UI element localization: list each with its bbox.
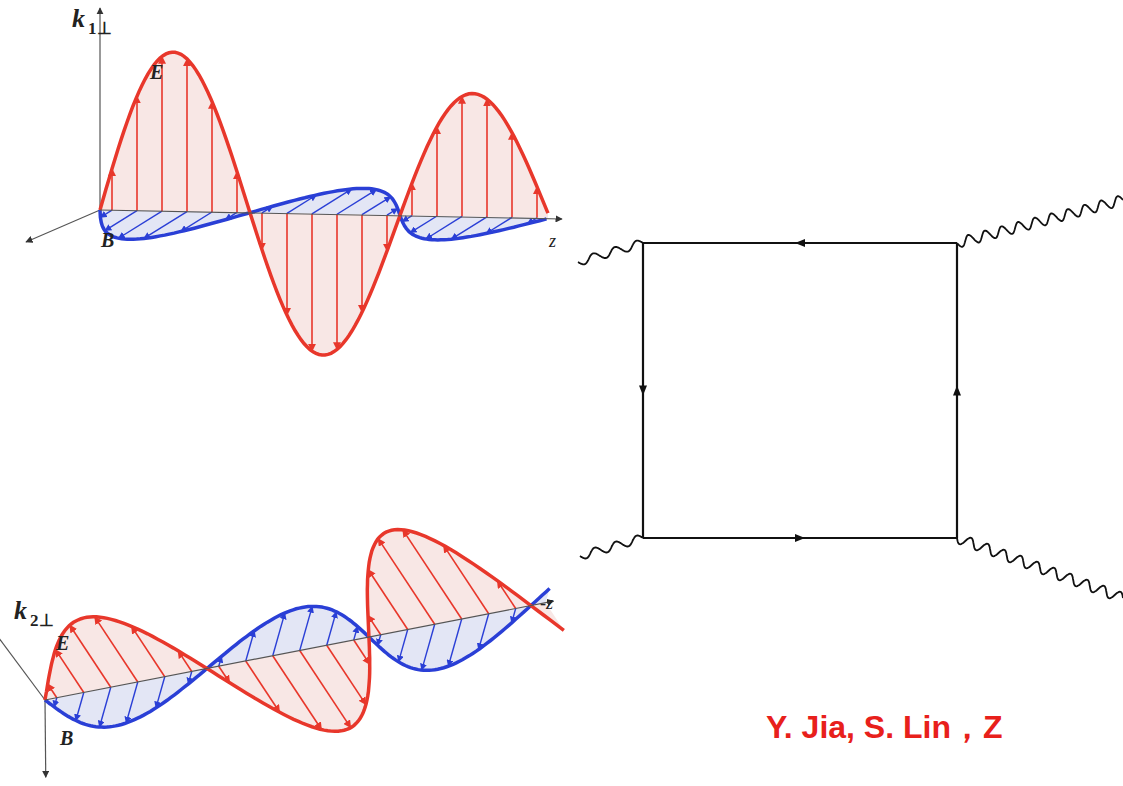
minus-z-axis	[45, 601, 553, 700]
e-vector	[511, 133, 513, 218]
field-label: B	[101, 230, 114, 250]
wave-vector-label: k	[72, 6, 85, 32]
b-vector	[71, 692, 89, 720]
side-axis	[26, 210, 100, 242]
k-perp-axis	[99, 8, 100, 210]
b-field-curve	[37, 560, 561, 743]
fermion-arrow	[795, 239, 805, 247]
b-vector	[362, 197, 391, 215]
e-vector	[336, 214, 338, 349]
b-vector	[410, 216, 437, 233]
fermion-arrow	[795, 534, 805, 542]
photon-line	[580, 536, 643, 559]
e-vector	[273, 649, 322, 736]
b-vector	[118, 211, 162, 238]
e-vector	[361, 215, 363, 313]
b-vector	[321, 612, 342, 645]
e-vector	[378, 531, 435, 632]
e-vector	[486, 99, 488, 217]
em-wave-top	[26, 8, 562, 355]
photon-line	[957, 538, 1123, 599]
b-vector	[100, 210, 112, 217]
e-vector	[132, 622, 165, 681]
b-vector	[92, 687, 117, 727]
e-vector	[300, 644, 351, 735]
b-vector	[105, 211, 137, 231]
axis-label: -z	[540, 594, 553, 612]
b-vector	[337, 190, 376, 215]
z-axis	[100, 210, 562, 219]
side-axis	[31, 700, 59, 777]
b-vector	[292, 606, 320, 650]
field-label: E	[150, 62, 163, 82]
e-vector	[461, 96, 463, 216]
photon-line	[957, 196, 1123, 247]
field-label: B	[60, 728, 73, 748]
e-vector	[136, 96, 138, 210]
e-field-curve	[26, 502, 575, 786]
e-vector	[311, 214, 313, 351]
photon-line	[578, 241, 643, 265]
citation-text: Y. Jia, S. Lin，Z	[766, 711, 1003, 743]
b-vector	[387, 209, 398, 216]
b-vector	[393, 629, 414, 661]
subscript-label: 2⊥	[30, 612, 54, 629]
e-vector	[211, 102, 213, 212]
e-vector	[186, 59, 188, 212]
e-vector	[55, 646, 83, 696]
wave-vector-label: k	[14, 598, 27, 624]
fermion-arrow	[639, 386, 647, 396]
e-vector	[286, 213, 288, 315]
fermion-arrow	[953, 386, 961, 396]
e-field-fill	[26, 502, 575, 786]
e-field-curve	[100, 52, 548, 355]
box-feynman-diagram	[578, 196, 1123, 598]
field-label: E	[56, 633, 69, 653]
b-vector	[414, 624, 443, 670]
axis-label: z	[549, 232, 556, 250]
e-vector	[436, 127, 438, 216]
em-wave-bottom	[0, 502, 575, 786]
e-vector	[444, 539, 489, 619]
e-field-fill	[100, 52, 548, 355]
e-vector	[95, 611, 138, 687]
subscript-label: 1⊥	[88, 20, 112, 37]
e-vector	[354, 638, 370, 666]
